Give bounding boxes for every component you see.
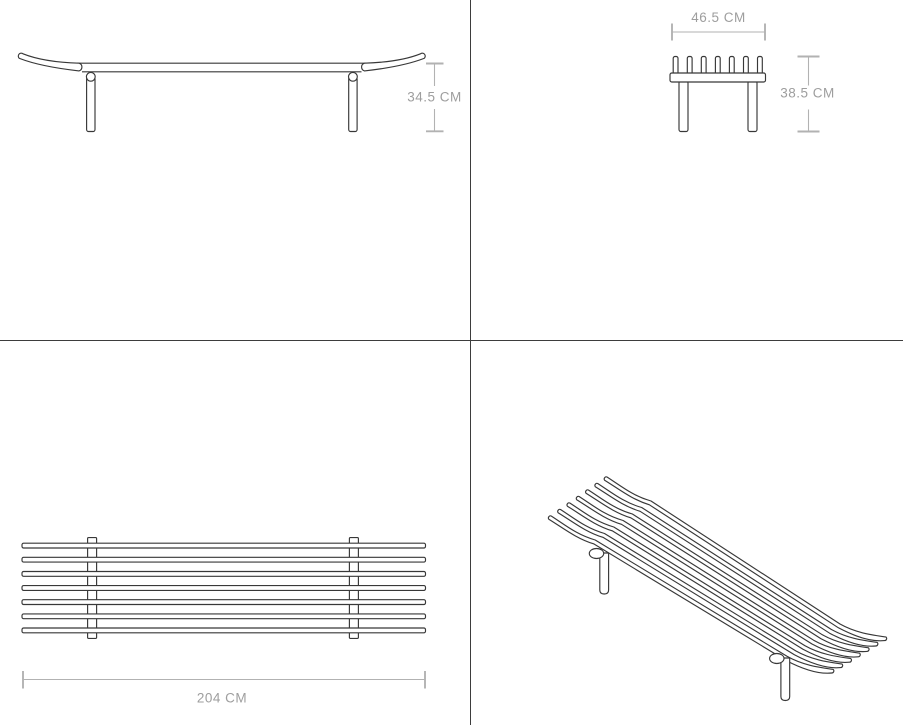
perspective-near-leg-joint [588, 547, 605, 560]
top-view-drawing: 204 CM [21, 537, 427, 706]
vertical-divider-line [470, 0, 471, 725]
front-left-curved-tip [17, 52, 83, 72]
front-right-curved-tip [361, 52, 426, 72]
end-width-dimension: 46.5 CM [671, 10, 766, 41]
front-height-dimension: 34.5 CM [407, 62, 462, 133]
end-left-leg [678, 80, 689, 133]
end-width-dimension-label: 46.5 CM [691, 10, 746, 25]
end-view-drawing: 46.5 CM 38.5 CM [669, 10, 835, 133]
horizontal-divider-line [0, 340, 903, 341]
end-right-leg [747, 80, 758, 133]
end-cross-rail [669, 72, 767, 83]
end-height-dimension-label: 38.5 CM [780, 85, 835, 100]
end-height-dimension: 38.5 CM [780, 55, 835, 133]
front-left-leg-joint [85, 71, 96, 82]
top-length-dimension-label: 204 CM [197, 691, 247, 706]
top-length-dimension: 204 CM [22, 671, 426, 706]
perspective-far-leg [780, 657, 791, 702]
bench-front-outline [17, 52, 426, 133]
bench-end-outline [669, 55, 767, 133]
perspective-far-leg-joint [769, 652, 785, 665]
bench-perspective-outline [547, 476, 888, 702]
perspective-near-leg [599, 552, 610, 595]
front-right-leg-joint [347, 71, 358, 82]
front-view-drawing: 34.5 CM [17, 52, 462, 133]
perspective-view-drawing [547, 476, 888, 702]
front-right-leg [348, 76, 358, 133]
bench-top-outline [21, 537, 427, 639]
front-height-dimension-label: 34.5 CM [407, 89, 462, 104]
front-left-leg [86, 76, 96, 133]
